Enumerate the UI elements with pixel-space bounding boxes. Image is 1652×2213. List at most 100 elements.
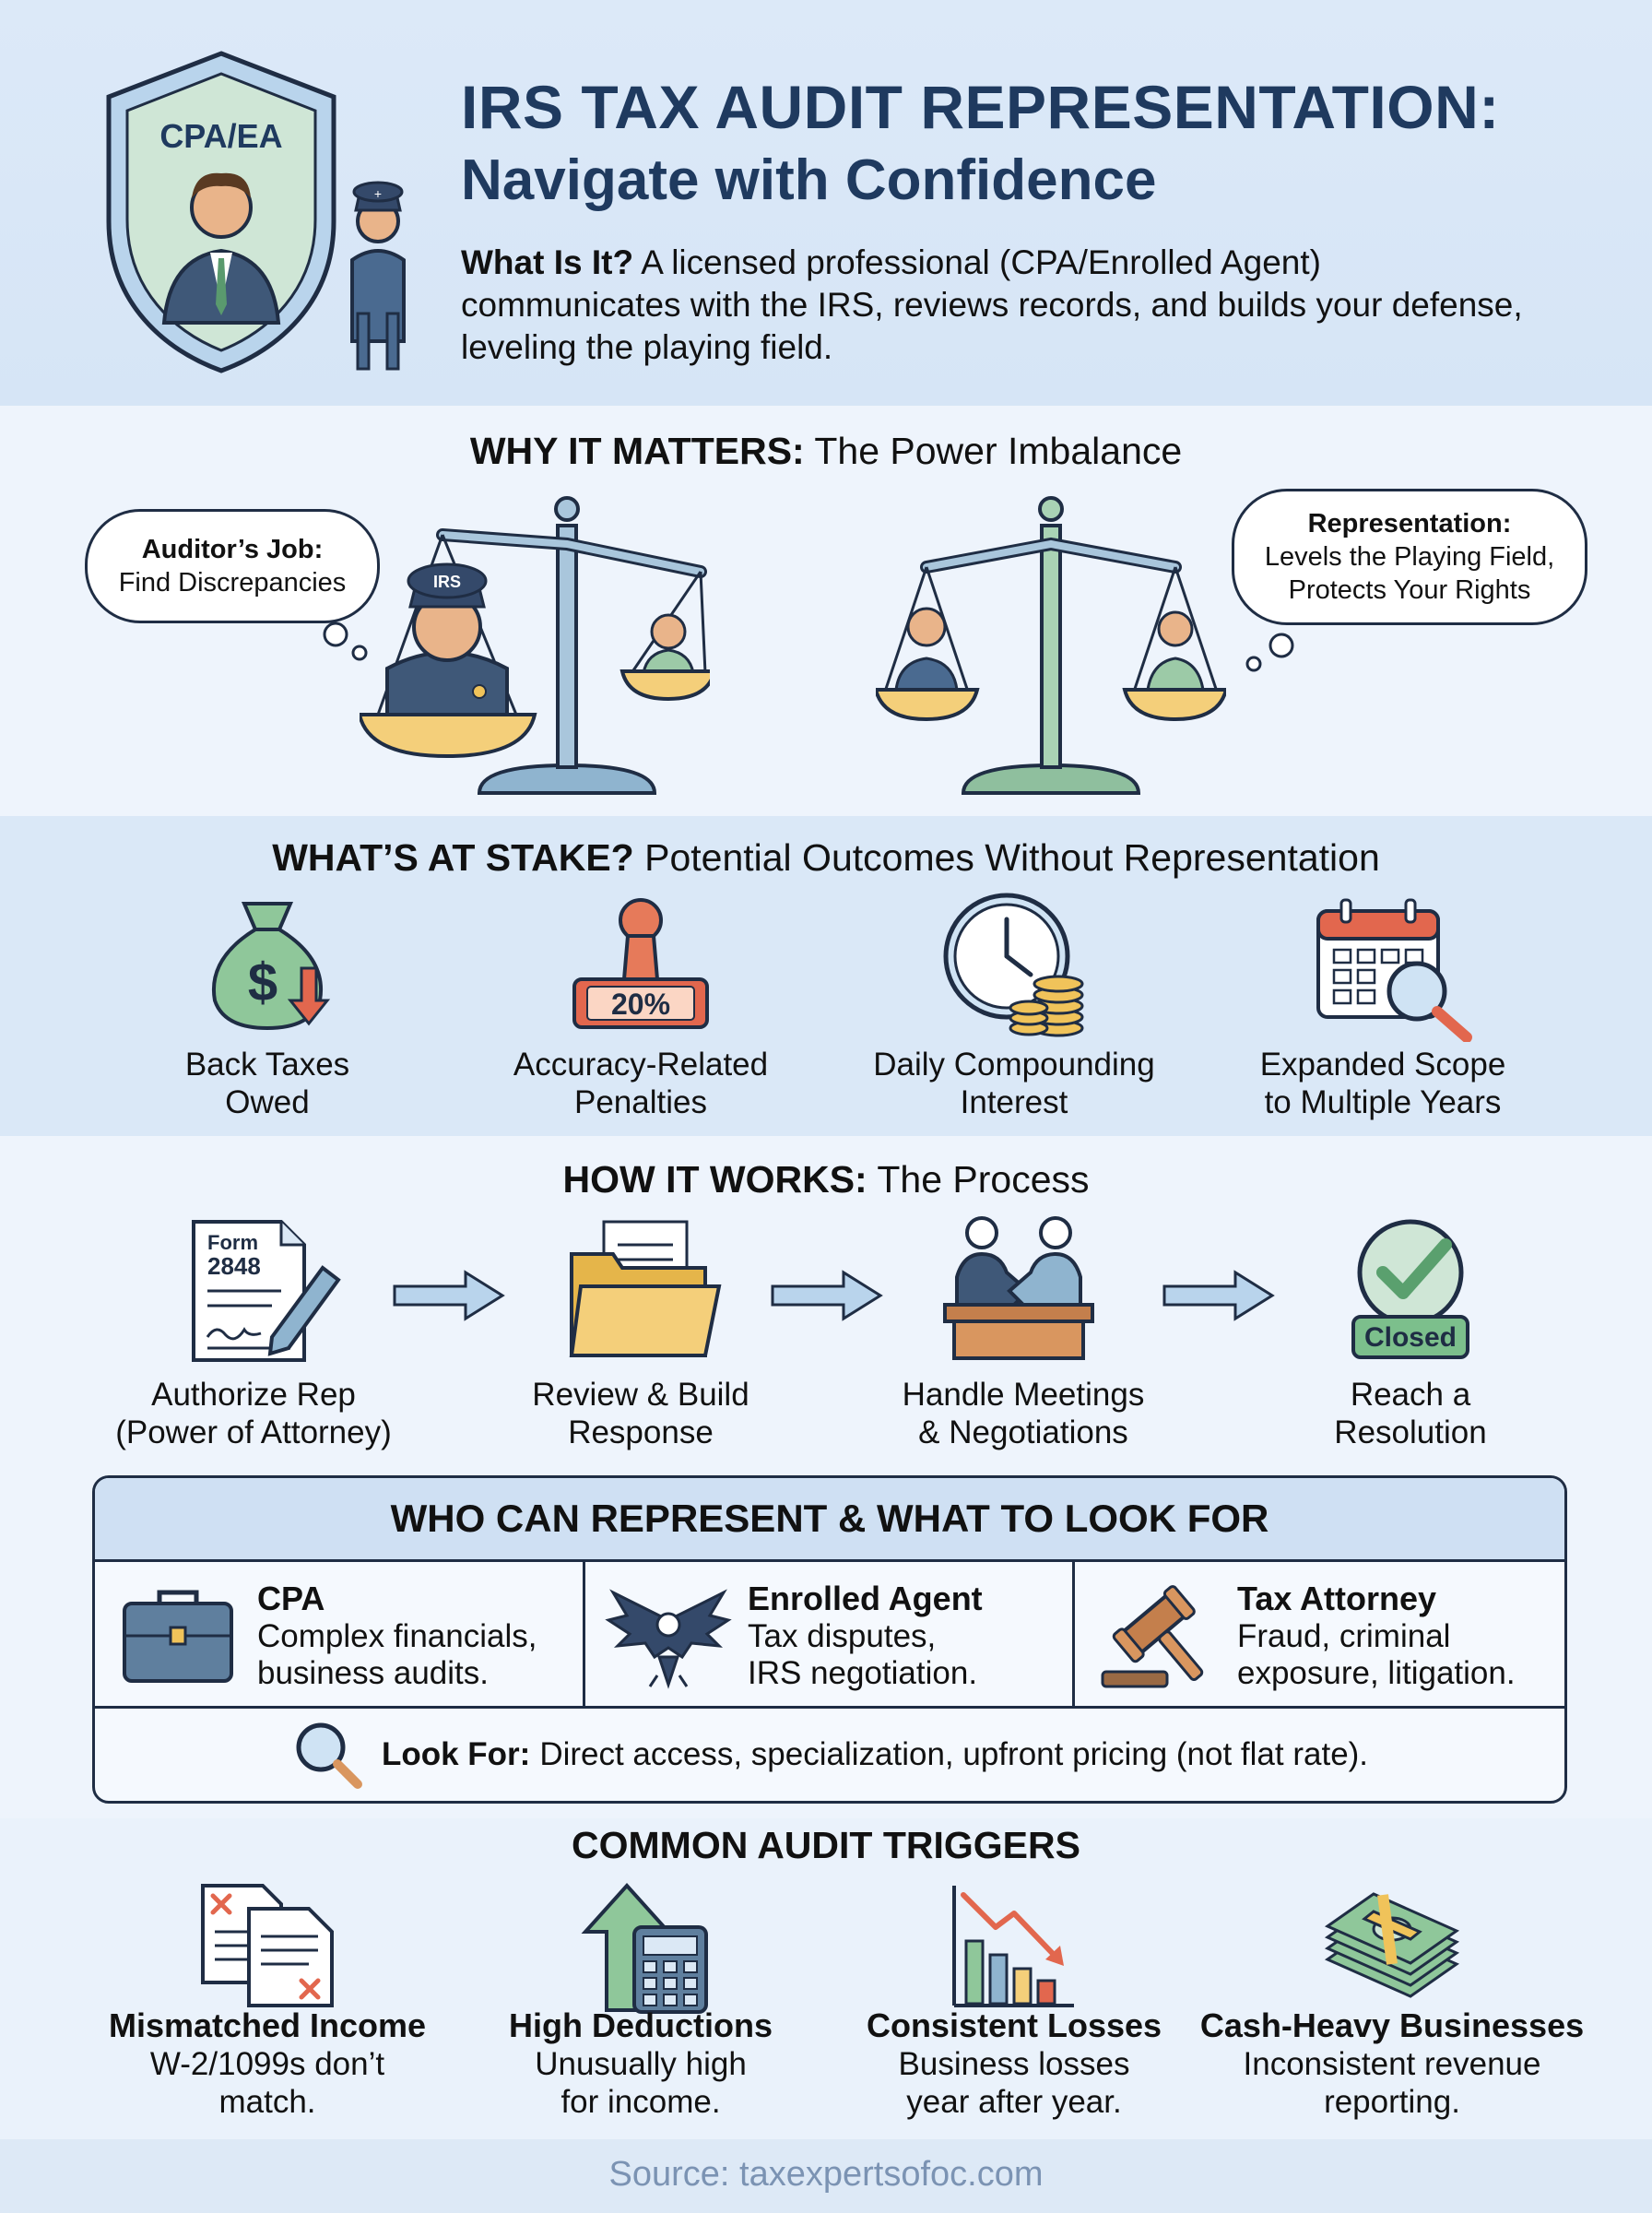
closed-label: Closed — [1364, 1322, 1457, 1353]
why-title-bold: WHY IT MATTERS: — [469, 430, 805, 472]
stake-item-line1: Expanded Scope — [1259, 1047, 1506, 1083]
trigger-cash-heavy: Cash-Heavy Businesses Inconsistent reven… — [1198, 2006, 1586, 2121]
triggers-section-title: COMMON AUDIT TRIGGERS — [572, 1824, 1080, 1866]
rep-desc-line2: exposure, litigation. — [1237, 1655, 1516, 1691]
rep-desc: Complex financials,business audits. — [257, 1618, 580, 1692]
look-for-label: Look For: — [381, 1736, 531, 1772]
auditor-thought-cloud: Auditor’s Job: Find Discrepancies — [85, 509, 380, 623]
svg-text:+: + — [374, 186, 382, 201]
stake-item-line1: Back Taxes — [184, 1047, 350, 1083]
representation-cloud-bold: Representation: — [1307, 509, 1512, 538]
rep-cpa: CPA Complex financials,business audits. — [95, 1559, 585, 1709]
step-resolution: Reach a Resolution — [1263, 1376, 1558, 1451]
clock-coins-icon — [943, 893, 1084, 1037]
stake-item-line2: Penalties — [574, 1084, 707, 1120]
high-deductions-icon — [581, 1883, 708, 2014]
step-line2: & Negotiations — [918, 1414, 1128, 1450]
what-is-it-text: What Is It? A licensed professional (CPA… — [461, 242, 1549, 369]
step-authorize: Authorize Rep (Power of Attorney) — [88, 1376, 419, 1451]
money-bag-icon: $ — [212, 902, 331, 1031]
magnifier-icon — [296, 1722, 362, 1789]
who-box-title: WHO CAN REPRESENT & WHAT TO LOOK FOR — [95, 1478, 1564, 1562]
representation-cloud-line2: Protects Your Rights — [1288, 575, 1531, 605]
what-is-it-label: What Is It? — [461, 243, 634, 281]
form-2848-icon: Form 2848 — [192, 1220, 341, 1362]
page-title: IRS TAX AUDIT REPRESENTATION: — [461, 73, 1500, 141]
stake-item-line2: Owed — [225, 1084, 310, 1120]
step-line2: Resolution — [1334, 1414, 1487, 1450]
step-review: Review & Build Response — [479, 1376, 802, 1451]
form-label-word: Form — [207, 1231, 258, 1254]
eagle-icon — [605, 1589, 732, 1689]
rep-desc-line1: Complex financials, — [257, 1618, 537, 1654]
stake-item-line1: Daily Compounding — [873, 1047, 1155, 1083]
step-line2: (Power of Attorney) — [115, 1414, 392, 1450]
rep-name: Tax Attorney — [1237, 1580, 1437, 1617]
why-title-rest: The Power Imbalance — [804, 430, 1183, 472]
thought-bubble-dots-right — [1245, 633, 1294, 672]
shield-cpa-icon: CPA/EA + — [106, 51, 406, 373]
page-subtitle: Navigate with Confidence — [461, 148, 1157, 212]
trigger-consistent-losses: Consistent Losses Business losses year a… — [848, 2006, 1180, 2121]
trigger-desc-line1: Business losses — [898, 2046, 1130, 2082]
briefcase-icon — [123, 1590, 233, 1683]
arrow-right-icon — [771, 1270, 883, 1321]
trigger-desc-line2: for income. — [560, 2084, 721, 2120]
folder-documents-icon — [569, 1220, 722, 1357]
unbalanced-scale-icon: IRS — [360, 496, 710, 795]
declining-chart-icon — [952, 1886, 1074, 2007]
rep-desc-line2: IRS negotiation. — [748, 1655, 978, 1691]
stake-item-penalties: Accuracy-Related Penalties — [470, 1046, 811, 1121]
trigger-title: Consistent Losses — [866, 2006, 1162, 2044]
closed-check-icon: Closed — [1351, 1219, 1469, 1359]
balanced-scale-icon — [876, 496, 1226, 795]
rep-desc-line1: Fraud, criminal — [1237, 1618, 1451, 1654]
step-meetings: Handle Meetings & Negotiations — [857, 1376, 1189, 1451]
cash-stack-icon — [1324, 1892, 1460, 1998]
mismatched-documents-icon — [201, 1884, 334, 2007]
rep-name: Enrolled Agent — [748, 1580, 983, 1617]
source-link[interactable]: Source: taxexpertsofoc.com — [608, 2155, 1044, 2194]
how-title-rest: The Process — [867, 1158, 1090, 1201]
stake-title-bold: WHAT’S AT STAKE? — [272, 836, 634, 879]
rep-desc: Tax disputes,IRS negotiation. — [748, 1618, 1070, 1692]
trigger-high-deductions: High Deductions Unusually high for incom… — [479, 2006, 802, 2121]
stake-item-line2: Interest — [960, 1084, 1068, 1120]
stake-item-line2: to Multiple Years — [1264, 1084, 1502, 1120]
step-line1: Authorize Rep — [151, 1377, 356, 1413]
trigger-title: Mismatched Income — [108, 2006, 427, 2044]
step-line1: Reach a — [1350, 1377, 1471, 1413]
calendar-search-icon — [1316, 898, 1472, 1042]
trigger-desc-line2: match. — [218, 2084, 316, 2120]
representation-thought-cloud: Representation: Levels the Playing Field… — [1232, 489, 1587, 625]
arrow-right-icon — [1162, 1270, 1275, 1321]
auditor-cloud-bold: Auditor’s Job: — [141, 535, 324, 564]
trigger-desc-line2: reporting. — [1324, 2084, 1460, 2120]
rep-name: CPA — [257, 1580, 325, 1617]
stake-title-rest: Potential Outcomes Without Representatio… — [633, 836, 1380, 879]
look-for-text: Direct access, specialization, upfront p… — [539, 1736, 1369, 1772]
stake-item-back-taxes: Back Taxes Owed — [120, 1046, 415, 1121]
representation-cloud-line1: Levels the Playing Field, — [1264, 542, 1555, 572]
penalty-stamp-text: 20% — [611, 988, 670, 1021]
stake-item-scope: Expanded Scope to Multiple Years — [1208, 1046, 1558, 1121]
trigger-title: High Deductions — [509, 2006, 773, 2044]
trigger-desc-line2: year after year. — [906, 2084, 1122, 2120]
step-line1: Handle Meetings — [902, 1377, 1145, 1413]
stake-item-line1: Accuracy-Related — [513, 1047, 769, 1083]
source-band — [0, 2139, 1652, 2213]
stake-section-title: WHAT’S AT STAKE? Potential Outcomes With… — [0, 836, 1652, 880]
form-label-number: 2848 — [207, 1252, 261, 1280]
thought-bubble-dots-left — [323, 621, 368, 661]
stake-item-interest: Daily Compounding Interest — [839, 1046, 1189, 1121]
auditor-cloud-text: Find Discrepancies — [118, 568, 347, 598]
rep-desc-line1: Tax disputes, — [748, 1618, 937, 1654]
what-is-it-body: A licensed professional (CPA/Enrolled Ag… — [461, 243, 1523, 366]
trigger-mismatched-income: Mismatched Income W-2/1099s don’t match. — [92, 2006, 442, 2121]
trigger-desc-line1: Unusually high — [535, 2046, 747, 2082]
gavel-icon — [1101, 1585, 1204, 1688]
handshake-meeting-icon — [943, 1216, 1094, 1360]
stamp-icon: 20% — [572, 898, 709, 1029]
